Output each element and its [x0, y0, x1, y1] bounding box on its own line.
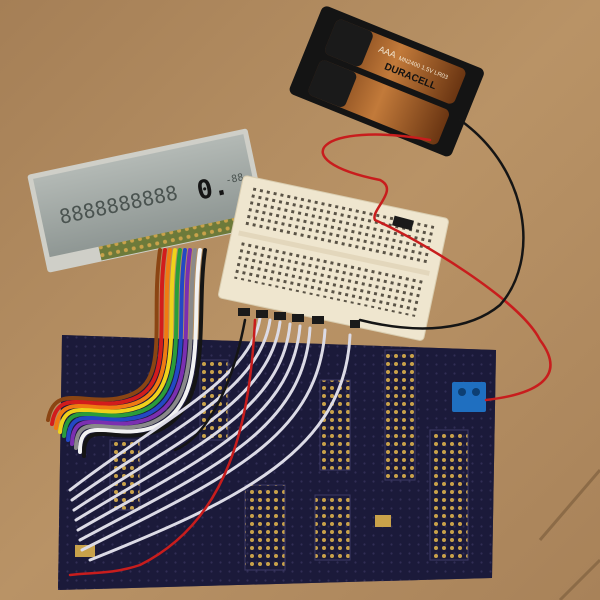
black-wire-lower: [173, 318, 247, 452]
lcd-module: 8888888888 0. -88: [27, 128, 268, 273]
ribbon-cable: [46, 248, 207, 458]
pcb-board: [58, 335, 496, 590]
battery-cell-top: AAA MN2400 1.5V LR03 DURACELL: [325, 19, 466, 104]
battery-cell-bottom: [308, 60, 449, 145]
battery-holder: AAA MN2400 1.5V LR03 DURACELL: [289, 6, 484, 157]
jumper-headers: [238, 308, 360, 328]
white-jumper-wires: [68, 316, 352, 562]
pcb-component: [75, 545, 95, 557]
lcd-big-digit: 0.: [194, 171, 231, 207]
red-wire-lower: [68, 318, 257, 577]
pcb-component: [375, 515, 391, 527]
black-wire: [358, 118, 525, 330]
red-wire: [321, 133, 552, 402]
screw-terminal: [452, 382, 486, 412]
lcd-small-digits: -88: [225, 172, 245, 187]
cardboard-seam: [538, 469, 600, 600]
ic-sockets: [109, 349, 469, 571]
wire-connector: [392, 215, 414, 231]
breadboard: [217, 175, 449, 341]
power-wires: [68, 118, 552, 577]
